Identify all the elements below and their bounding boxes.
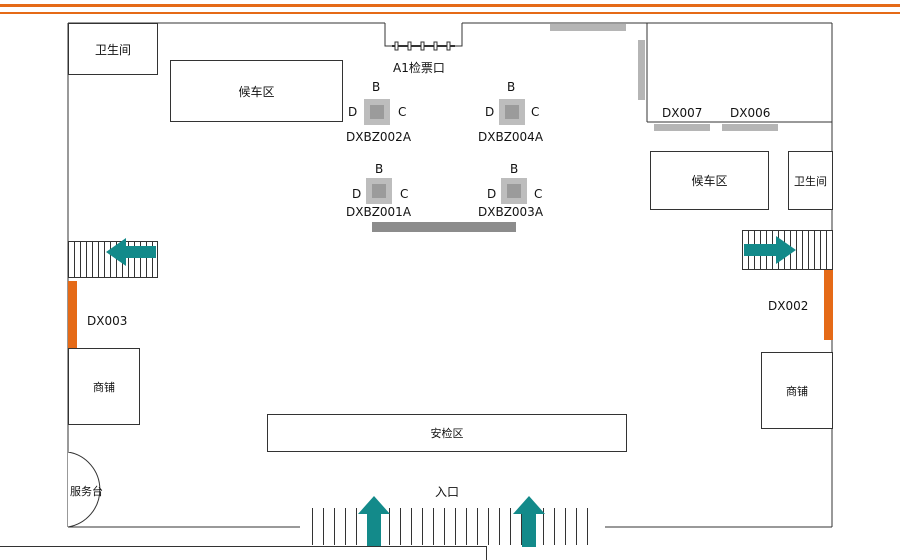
toilet-right: 卫生间 [788,151,833,210]
shop-left-label: 商铺 [93,380,115,394]
kiosk-dxbz004a [499,99,525,125]
wall-fixture-top [550,24,626,31]
kiosk-dxbz002a [364,99,390,125]
service-desk-label: 服务台 [70,485,103,498]
kiosk-dxbz002a-id: DXBZ002A [346,130,412,144]
arrow-left-icon [106,238,156,266]
kiosk-dxbz004a-c: C [531,105,540,119]
device-dx002-label: DX002 [768,299,809,313]
shop-right: 商铺 [761,352,833,429]
wall-fixture-right-vertical [638,40,645,100]
kiosk-dxbz003a-id: DXBZ003A [478,205,544,219]
toilet-left: 卫生间 [68,23,158,75]
kiosk-dxbz002a-d: D [348,105,358,119]
kiosk-dxbz001a [366,178,392,204]
shop-left: 商铺 [68,348,140,425]
waiting-area-left-label: 候车区 [238,84,275,99]
waiting-area-right-label: 候车区 [691,174,728,188]
kiosk-dxbz004a-d: D [485,105,495,119]
security-area-label: 安检区 [430,427,464,440]
device-bar-dx002 [824,270,833,340]
kiosk-dxbz004a-id: DXBZ004A [478,130,544,144]
waiting-area-left: 候车区 [170,60,343,122]
entrance-turnstiles [312,508,592,545]
gate-a1-label: A1检票口 [393,61,445,75]
header-rule-bottom [0,12,900,14]
device-dx007-label: DX007 [662,106,703,120]
arrow-right-icon [744,236,796,264]
security-area: 安检区 [267,414,627,452]
kiosk-dxbz003a-b: B [510,162,519,176]
kiosk-dxbz003a-d: D [487,187,497,201]
toilet-right-label: 卫生间 [794,174,827,188]
kiosk-dxbz003a [501,178,527,204]
kiosk-dxbz001a-b: B [375,162,384,176]
bottom-panel-frame [0,546,487,560]
device-bar-dx007 [654,124,710,131]
device-bar-dx003 [68,281,77,348]
kiosk-dxbz001a-d: D [352,187,362,201]
kiosk-dxbz004a-b: B [507,80,516,94]
device-bar-dx006 [722,124,778,131]
device-dx003-label: DX003 [87,314,128,328]
arrow-up-icon [358,496,390,547]
shop-right-label: 商铺 [786,384,808,398]
entrance-label: 入口 [435,485,460,499]
kiosk-dxbz003a-c: C [534,187,543,201]
arrow-up-icon [513,496,545,547]
kiosk-dxbz002a-b: B [372,80,381,94]
kiosk-dxbz002a-c: C [398,105,407,119]
service-desk [68,452,101,528]
kiosk-dxbz001a-c: C [400,187,409,201]
header-rule-top [0,4,900,7]
device-dx006-label: DX006 [730,106,771,120]
waiting-area-right: 候车区 [650,151,769,210]
toilet-left-label: 卫生间 [94,42,131,57]
kiosk-dxbz001a-id: DXBZ001A [346,205,412,219]
queue-barrier [372,222,516,232]
